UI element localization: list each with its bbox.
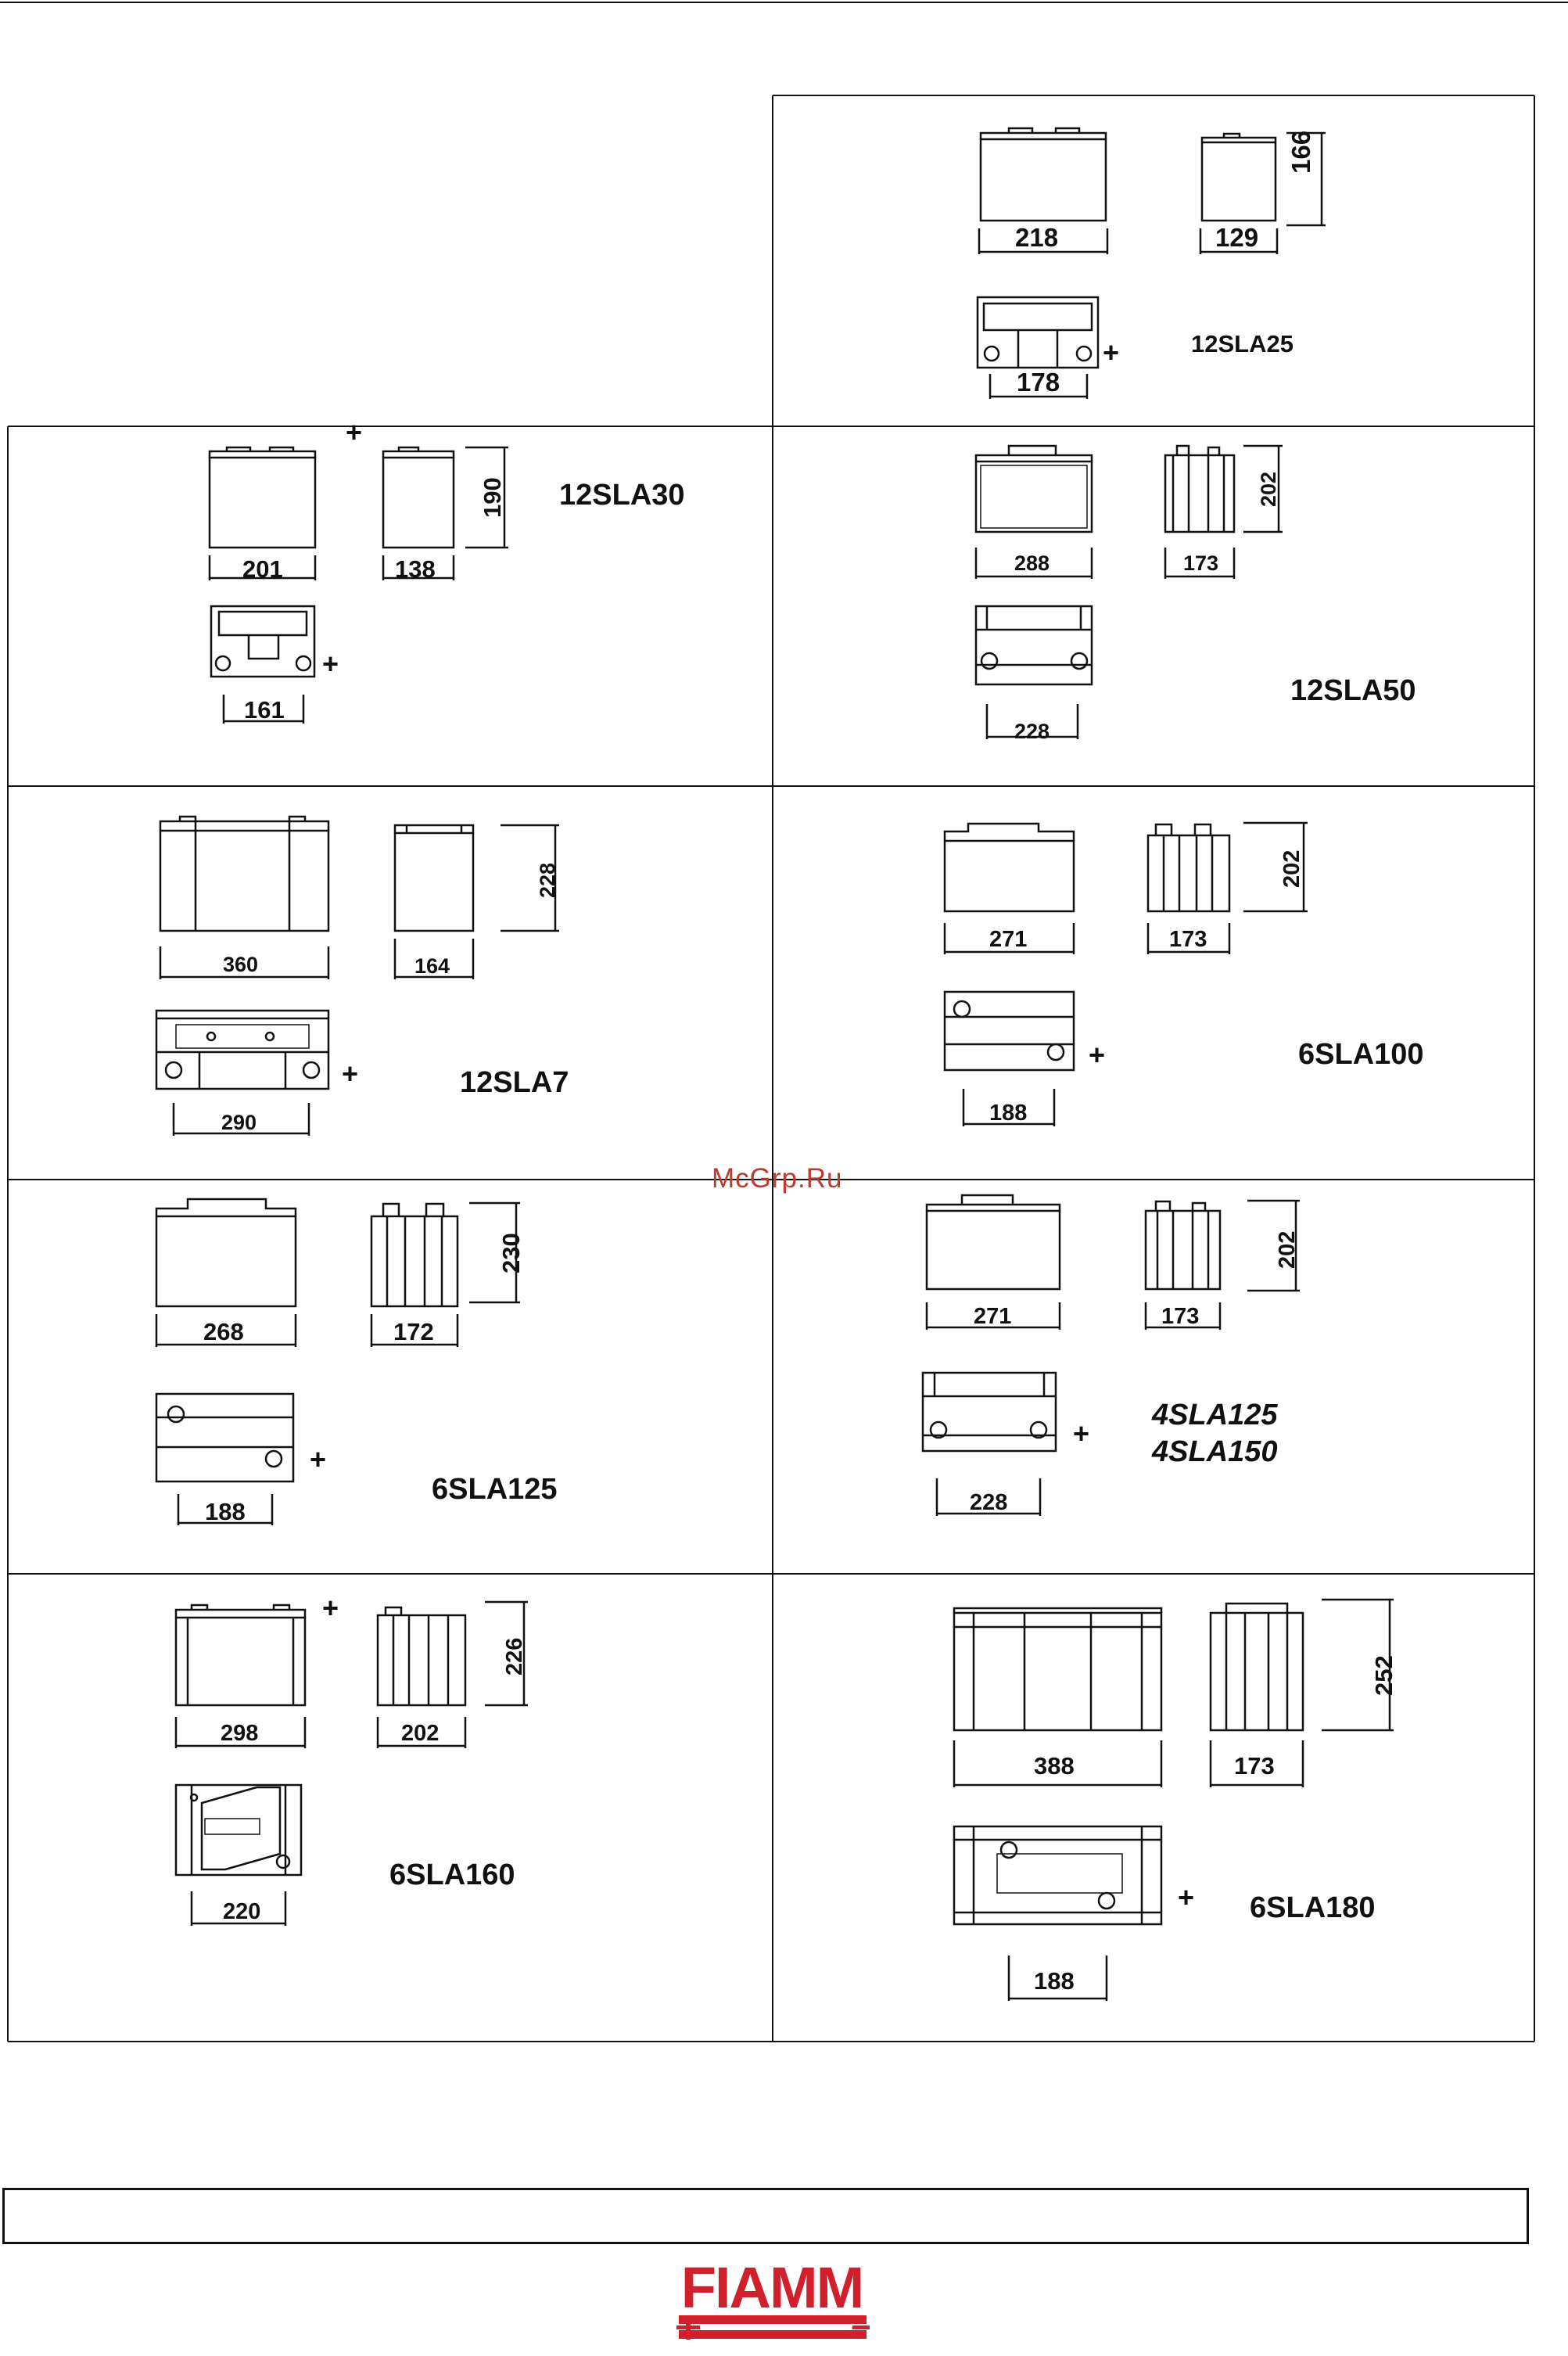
terminal-plus: + <box>310 1443 326 1476</box>
side-view <box>395 833 473 931</box>
model-label-line2: 4SLA150 <box>1152 1435 1278 1469</box>
model-label: 12SLA25 <box>1191 330 1294 358</box>
dim-front-width: 271 <box>974 1304 1011 1330</box>
dim-side-width: 173 <box>1161 1304 1199 1330</box>
model-label: 6SLA125 <box>432 1473 558 1507</box>
dim-side-width: 164 <box>414 954 450 979</box>
dim-top-width: 228 <box>970 1490 1007 1516</box>
side-view <box>1148 835 1229 911</box>
dim-height: 228 <box>536 863 560 898</box>
dim-side-width: 172 <box>393 1318 434 1346</box>
dim-side-width: 173 <box>1183 551 1218 576</box>
side-view <box>1211 1613 1303 1730</box>
dim-front-width: 271 <box>989 927 1027 953</box>
dim-height: 190 <box>479 477 507 518</box>
drawing-6sla180 <box>954 1600 1394 2001</box>
front-view <box>210 458 315 548</box>
side-view <box>1202 142 1276 221</box>
top-view <box>156 1011 328 1089</box>
terminal-plus: + <box>322 1592 339 1625</box>
drawing-12sla30 <box>210 447 508 724</box>
dim-side-width: 173 <box>1169 927 1207 953</box>
side-view <box>371 1216 457 1306</box>
watermark: McGrp.Ru <box>712 1163 842 1194</box>
terminal-plus: + <box>346 416 362 449</box>
dim-height: 230 <box>497 1233 526 1273</box>
dim-front-width: 388 <box>1034 1752 1075 1780</box>
model-label: 6SLA100 <box>1298 1038 1424 1072</box>
model-label: 12SLA50 <box>1290 674 1416 708</box>
model-label: 6SLA180 <box>1250 1891 1376 1925</box>
front-view <box>954 1613 1161 1730</box>
dim-front-width: 288 <box>1014 551 1050 576</box>
top-view <box>954 1826 1161 1924</box>
terminal-plus: + <box>1103 336 1119 369</box>
front-view <box>976 462 1092 532</box>
dim-top-width: 178 <box>1017 368 1060 397</box>
front-view <box>160 831 328 931</box>
terminal-plus: + <box>1089 1039 1105 1072</box>
dim-top-width: 188 <box>205 1498 246 1526</box>
top-view <box>211 606 314 677</box>
front-view <box>927 1211 1060 1289</box>
dim-height: 202 <box>1257 472 1281 507</box>
top-view <box>976 606 1092 684</box>
dim-front-width: 218 <box>1015 223 1058 253</box>
terminal-plus: + <box>1178 1881 1194 1914</box>
dim-top-width: 290 <box>221 1111 257 1135</box>
dim-top-width: 228 <box>1014 720 1050 744</box>
dim-side-width: 202 <box>401 1721 439 1747</box>
terminal-plus: + <box>342 1058 358 1090</box>
dim-front-width: 201 <box>242 555 283 584</box>
model-label: 12SLA7 <box>460 1066 569 1100</box>
dim-side-width: 129 <box>1215 223 1258 253</box>
top-view <box>945 992 1074 1070</box>
side-view <box>383 458 454 548</box>
drawing-12sla25 <box>978 128 1326 399</box>
dim-top-width: 188 <box>1034 1967 1075 1995</box>
front-view <box>945 841 1074 911</box>
brand-logo: FIAMM <box>674 2259 870 2317</box>
top-view <box>978 297 1098 368</box>
top-view <box>176 1785 301 1875</box>
terminal-plus: + <box>1073 1417 1089 1450</box>
dim-front-width: 360 <box>223 953 258 977</box>
dim-top-width: 188 <box>989 1101 1027 1126</box>
model-label: 6SLA160 <box>389 1859 515 1892</box>
dim-height: 252 <box>1370 1655 1398 1696</box>
top-view <box>923 1373 1056 1451</box>
dim-top-width: 220 <box>223 1899 260 1925</box>
model-label-line1: 4SLA125 <box>1152 1399 1278 1432</box>
dim-side-width: 138 <box>395 555 436 584</box>
dim-height: 202 <box>1275 1231 1301 1269</box>
drawing-6sla100 <box>945 823 1308 1126</box>
dim-side-width: 173 <box>1234 1752 1275 1780</box>
model-label: 12SLA30 <box>559 479 685 512</box>
side-view <box>378 1615 465 1705</box>
dim-height: 202 <box>1279 850 1305 888</box>
dim-height: 166 <box>1286 131 1316 174</box>
footer-box <box>2 2188 1529 2244</box>
front-view <box>176 1618 305 1705</box>
dim-top-width: 161 <box>244 696 285 724</box>
terminal-plus: + <box>322 648 339 681</box>
drawing-12sla50 <box>976 446 1283 739</box>
dim-height: 226 <box>502 1638 528 1675</box>
front-view <box>156 1216 296 1306</box>
front-view <box>981 139 1106 221</box>
dim-front-width: 268 <box>203 1318 244 1346</box>
dim-front-width: 298 <box>221 1721 258 1747</box>
